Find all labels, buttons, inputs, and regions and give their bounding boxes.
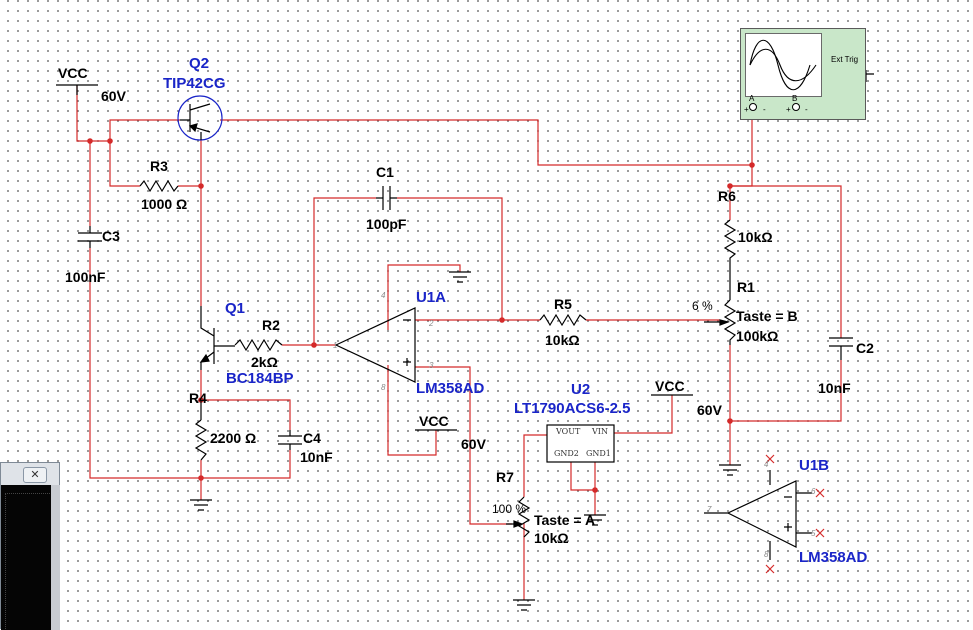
oscilloscope-screen xyxy=(745,33,822,97)
vcc-u1-value: 60V xyxy=(461,436,486,452)
c1-ref: C1 xyxy=(376,164,394,180)
u1a-opamp xyxy=(334,307,416,383)
u1a-pin4: 4 xyxy=(381,291,386,300)
u1a-pin3: 3 xyxy=(429,361,434,370)
instrument-window[interactable]: ✕ xyxy=(0,462,60,630)
vcc-left-symbol xyxy=(56,84,98,95)
wires xyxy=(76,85,842,600)
channel-a-terminal[interactable] xyxy=(749,103,757,111)
u1a-ref: U1A xyxy=(416,289,447,306)
r6-ref: R6 xyxy=(718,188,736,204)
u1a-pin8: 8 xyxy=(381,383,386,392)
vcc-u1-name: VCC xyxy=(419,413,449,429)
r1-key: Taste = B xyxy=(736,308,798,324)
u1a-part: LM358AD xyxy=(416,380,485,397)
u1b-pin4: 4 xyxy=(764,460,769,469)
u2-part: LT1790ACS6-2.5 xyxy=(514,400,631,417)
vcc-left-name: VCC xyxy=(58,65,88,81)
ground-r7 xyxy=(513,599,535,611)
channel-b-label: B xyxy=(792,94,798,103)
c1-capacitor xyxy=(376,186,397,210)
c1-value: 100pF xyxy=(366,216,407,232)
r2-resistor xyxy=(234,338,283,352)
u2-pin-vout: VOUT xyxy=(556,427,581,436)
vcc-right-name: VCC xyxy=(655,378,685,394)
u1b-pin8: 8 xyxy=(764,550,769,559)
c4-ref: C4 xyxy=(303,430,321,446)
r2-ref: R2 xyxy=(262,317,280,333)
c2-ref: C2 xyxy=(856,340,874,356)
r4-value: 2200 Ω xyxy=(210,430,257,446)
junctions xyxy=(87,138,755,493)
r7-percent: 100 % xyxy=(492,502,527,516)
c4-capacitor xyxy=(278,430,302,450)
u2-pin-gnd2: GND2 xyxy=(554,449,579,458)
r1-value: 100kΩ xyxy=(736,328,779,344)
channel-a-label: A xyxy=(749,94,755,103)
vcc-right-value: 60V xyxy=(697,402,722,418)
c3-value: 100nF xyxy=(65,269,106,285)
u2-ref: U2 xyxy=(571,381,591,398)
u2-pin-gnd1: GND1 xyxy=(586,449,611,458)
r5-resistor xyxy=(539,313,587,327)
channel-b-terminal[interactable] xyxy=(792,103,800,111)
components xyxy=(56,70,874,611)
u1b-part: LM358AD xyxy=(799,549,868,566)
r6-resistor xyxy=(723,219,737,300)
ext-trig-label: Ext Trig xyxy=(831,55,859,64)
r1-ref: R1 xyxy=(737,279,755,295)
window-scrollbar[interactable] xyxy=(51,485,60,630)
u1b-pin5: 5 xyxy=(811,529,816,538)
r7-key: Taste = A xyxy=(534,512,596,528)
u1b-pin6: 6 xyxy=(811,487,816,496)
c2-capacitor xyxy=(829,337,853,360)
u1b-ref: U1B xyxy=(799,457,830,474)
close-icon[interactable]: ✕ xyxy=(23,467,47,483)
channel-b-minus[interactable]: - xyxy=(805,105,808,114)
r7-ref: R7 xyxy=(496,469,514,485)
r1-percent: 6 % xyxy=(692,299,713,313)
instrument-screen xyxy=(1,485,51,630)
q1-ref: Q1 xyxy=(225,300,246,317)
c3-capacitor xyxy=(78,226,102,248)
r3-value: 1000 Ω xyxy=(141,196,188,212)
vcc-left-value: 60V xyxy=(101,88,126,104)
r4-ref: R4 xyxy=(189,390,207,406)
u1a-ground xyxy=(449,271,471,283)
r5-ref: R5 xyxy=(554,296,572,312)
r1-potentiometer xyxy=(704,299,737,345)
r5-value: 10kΩ xyxy=(545,332,580,348)
ground-u2 xyxy=(584,514,606,526)
u1b-pin7: 7 xyxy=(707,505,712,514)
r2-value: 2kΩ xyxy=(251,354,278,370)
c2-value: 10nF xyxy=(818,380,851,396)
q2-transistor xyxy=(177,95,223,141)
q1-part: BC184BP xyxy=(226,370,294,387)
r4-resistor xyxy=(194,400,208,461)
u1b-opamp xyxy=(704,480,812,548)
q2-part: TIP42CG xyxy=(163,75,226,92)
u2-pin-vin: VIN xyxy=(592,427,608,436)
r3-resistor xyxy=(139,179,179,193)
c3-ref: C3 xyxy=(102,228,120,244)
q1-transistor xyxy=(199,306,235,370)
oscilloscope[interactable]: Ext Trig A B + - + - xyxy=(740,28,866,120)
r6-value: 10kΩ xyxy=(738,229,773,245)
channel-b-plus[interactable]: + xyxy=(786,105,791,114)
ground-left xyxy=(190,499,212,511)
u2-regulator xyxy=(546,424,615,463)
r7-value: 10kΩ xyxy=(534,530,569,546)
channel-a-minus[interactable]: - xyxy=(763,105,766,114)
u1a-pin2: 2 xyxy=(429,319,434,328)
r7-potentiometer xyxy=(506,496,531,538)
channel-a-plus[interactable]: + xyxy=(744,105,749,114)
c4-value: 10nF xyxy=(300,449,333,465)
q2-ref: Q2 xyxy=(189,55,210,72)
u1a-pin1: 1 xyxy=(333,341,338,350)
sine-wave-icon xyxy=(749,39,817,91)
r3-ref: R3 xyxy=(150,158,168,174)
ground-r1 xyxy=(719,464,741,476)
